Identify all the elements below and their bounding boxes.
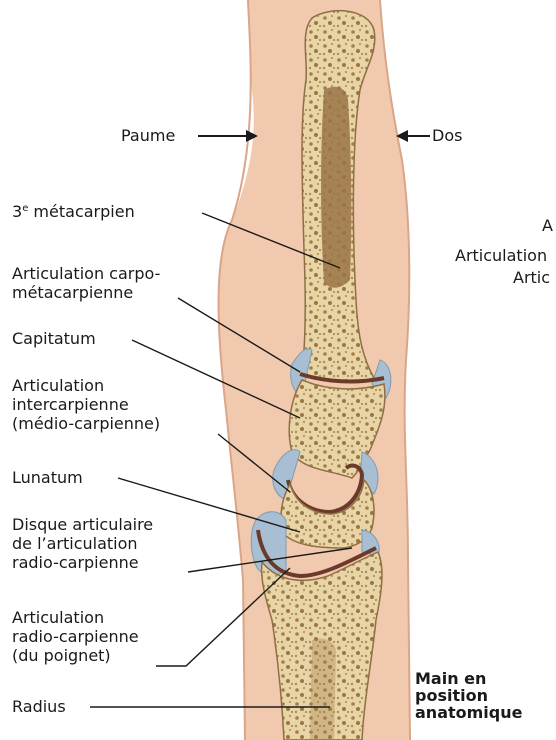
label-metacarpien-rest: métacarpien xyxy=(28,202,134,221)
caption-line1: Main en xyxy=(415,670,522,687)
label-disque-line3: radio-carpienne xyxy=(12,553,153,572)
caption-line2: position xyxy=(415,687,522,704)
label-inter-line3: (médio-carpienne) xyxy=(12,414,160,433)
label-capitatum: Capitatum xyxy=(12,329,96,348)
label-dos: Dos xyxy=(432,126,462,145)
label-carpo-metacarpienne: Articulation carpo- métacarpienne xyxy=(12,264,160,302)
label-radio-line1: Articulation xyxy=(12,608,139,627)
label-inter-line2: intercarpienne xyxy=(12,395,160,414)
label-metacarpien: 3e métacarpien xyxy=(12,202,135,221)
radius-marrow xyxy=(310,638,336,740)
articular-disc xyxy=(251,512,286,576)
cutoff-label-a: A xyxy=(542,216,553,235)
metacarpal-marrow xyxy=(321,87,351,288)
label-metacarpien-num: 3 xyxy=(12,202,22,221)
label-radio-line3: (du poignet) xyxy=(12,646,139,665)
label-disque-line1: Disque articulaire xyxy=(12,515,153,534)
label-carpo-line2: métacarpienne xyxy=(12,283,160,302)
caption-line3: anatomique xyxy=(415,704,522,721)
label-disque-articulaire: Disque articulaire de l’articulation rad… xyxy=(12,515,153,572)
label-intercarpienne: Articulation intercarpienne (médio-carpi… xyxy=(12,376,160,433)
label-radius: Radius xyxy=(12,697,66,716)
label-radio-line2: radio-carpienne xyxy=(12,627,139,646)
label-disque-line2: de l’articulation xyxy=(12,534,153,553)
arrow-paume-icon xyxy=(198,130,258,142)
label-radio-carpienne: Articulation radio-carpienne (du poignet… xyxy=(12,608,139,665)
cutoff-label-artic: Artic xyxy=(513,268,556,287)
figure-caption: Main en position anatomique xyxy=(415,670,522,721)
cutoff-label-articulation: Articulation xyxy=(455,246,556,265)
label-lunatum: Lunatum xyxy=(12,468,83,487)
arrow-dos-icon xyxy=(396,130,430,142)
label-carpo-line1: Articulation carpo- xyxy=(12,264,160,283)
label-inter-line1: Articulation xyxy=(12,376,160,395)
label-paume: Paume xyxy=(121,126,175,145)
